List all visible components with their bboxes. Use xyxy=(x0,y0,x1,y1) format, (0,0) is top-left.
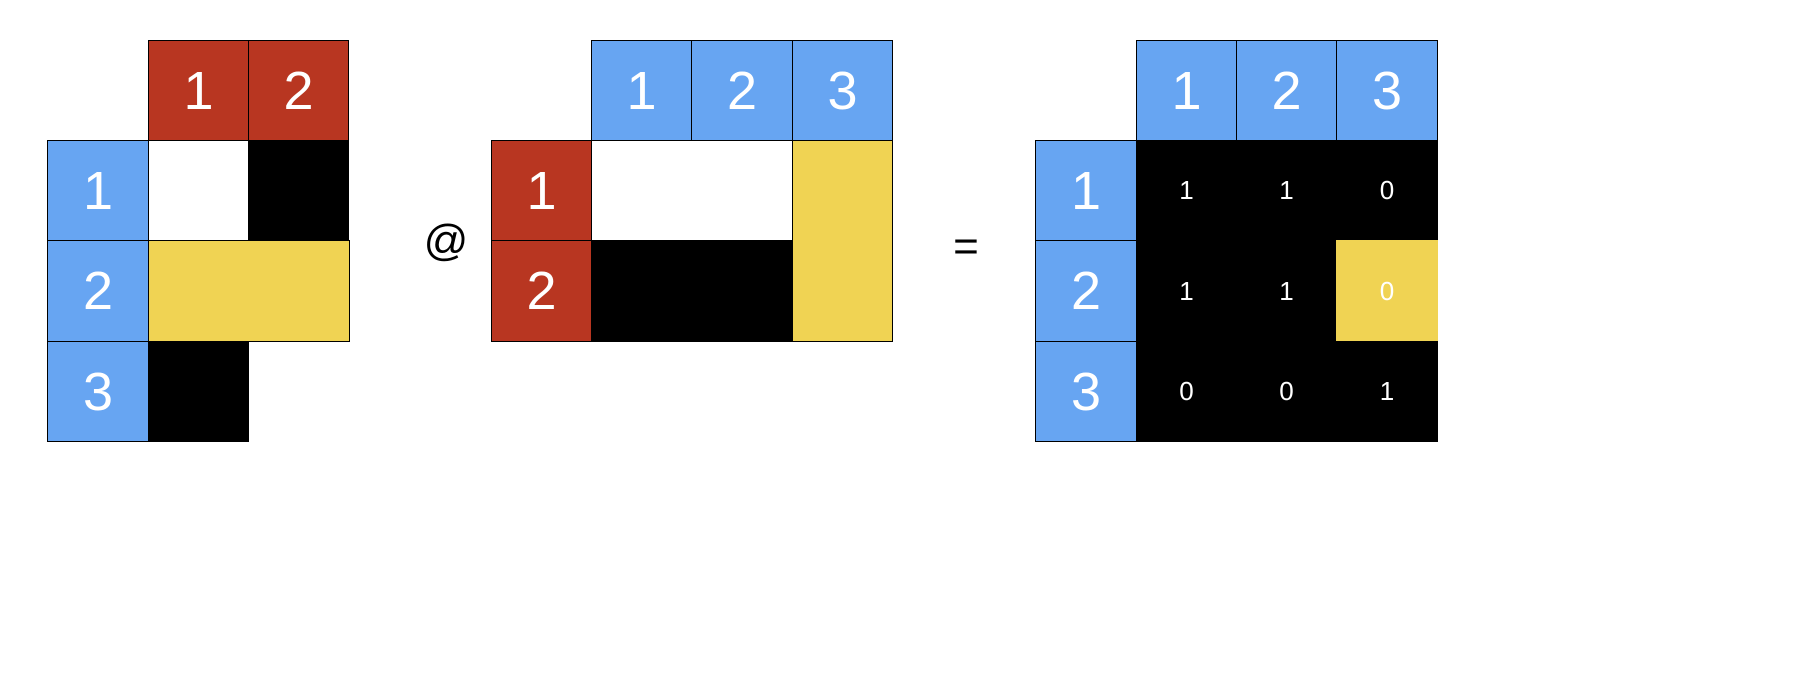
matrix-b-row-header: 1 xyxy=(491,140,592,241)
matrix-a-col-header: 1 xyxy=(148,40,249,141)
matrix-a-cell xyxy=(148,140,249,241)
matrix-a-row-header: 2 xyxy=(47,240,149,342)
matrix-c-value: 0 xyxy=(1336,140,1438,241)
matrix-a-row-header: 3 xyxy=(47,341,149,442)
matrix-b-col-header: 3 xyxy=(792,40,893,141)
matrix-a-cell xyxy=(248,140,349,241)
matrix-c-col-header: 3 xyxy=(1336,40,1438,141)
matrix-b-cell xyxy=(591,240,793,342)
matrix-c-value: 0 xyxy=(1236,341,1337,442)
matrix-c-value: 0 xyxy=(1136,341,1237,442)
matrix-a-row-header: 1 xyxy=(47,140,149,241)
matrix-b-col-header: 1 xyxy=(591,40,692,141)
matrix-c-row-header: 2 xyxy=(1035,240,1137,342)
matrix-c-row-header: 3 xyxy=(1035,341,1137,442)
equals-operator: = xyxy=(953,222,979,271)
matrix-b-col-header: 2 xyxy=(691,40,793,141)
matrix-a-col-header: 2 xyxy=(248,40,349,141)
matrix-a-cell xyxy=(148,240,350,342)
matrix-c-value: 1 xyxy=(1136,140,1237,241)
matrix-a-cell xyxy=(148,341,249,442)
matrix-b-cell xyxy=(591,140,793,241)
matrix-c-col-header: 2 xyxy=(1236,40,1337,141)
matrix-c-value: 1 xyxy=(1136,240,1237,342)
matrix-b-cell xyxy=(792,140,893,342)
matrix-c-value: 1 xyxy=(1236,140,1337,241)
matrix-c-value: 0 xyxy=(1336,240,1438,342)
matrix-c-row-header: 1 xyxy=(1035,140,1137,241)
matrix-c-col-header: 1 xyxy=(1136,40,1237,141)
matmul-operator: @ xyxy=(423,216,469,265)
matrix-b-row-header: 2 xyxy=(491,240,592,342)
matrix-c-value: 1 xyxy=(1336,341,1438,442)
matrix-c-value: 1 xyxy=(1236,240,1337,342)
